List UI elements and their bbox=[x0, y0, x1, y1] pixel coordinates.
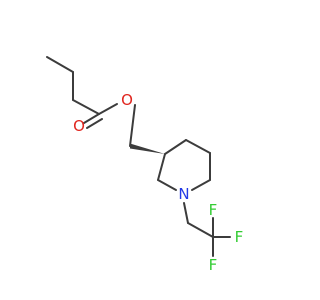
bond-ch2-cf3 bbox=[187, 222, 214, 238]
stereo-wedge-bond bbox=[130, 143, 165, 154]
bond-carbonyl-ester-o bbox=[98, 103, 118, 115]
atom-fluorine-top: F bbox=[209, 201, 218, 219]
atom-fluorine-bottom: F bbox=[209, 256, 218, 274]
bond-n-ch2 bbox=[183, 202, 189, 224]
bond-ring-c3-c4 bbox=[164, 139, 187, 155]
atom-labels: O O N F F F bbox=[73, 91, 243, 274]
bond-carbonyl-oxo-2 bbox=[86, 118, 103, 129]
atom-ring-n: N bbox=[178, 185, 189, 203]
bond-c3-carbonyl bbox=[72, 99, 100, 115]
atom-fluorine-right: F bbox=[235, 228, 244, 246]
molecule-structure: O O N F F F bbox=[46, 56, 243, 274]
bond-c1-c2 bbox=[46, 56, 74, 73]
bond-ring-c2-c3 bbox=[157, 153, 166, 181]
bond-ring-n-c2 bbox=[157, 179, 177, 191]
bond-carbonyl-oxo-1 bbox=[83, 113, 100, 124]
bond-layer bbox=[46, 56, 231, 257]
atom-oxo-o: O bbox=[73, 117, 85, 135]
atom-ester-o: O bbox=[121, 91, 133, 109]
bond-ring-c6-n bbox=[191, 179, 211, 191]
bond-ring-c4-c5 bbox=[185, 139, 211, 154]
bond-ester-o-ch2 bbox=[129, 104, 136, 147]
